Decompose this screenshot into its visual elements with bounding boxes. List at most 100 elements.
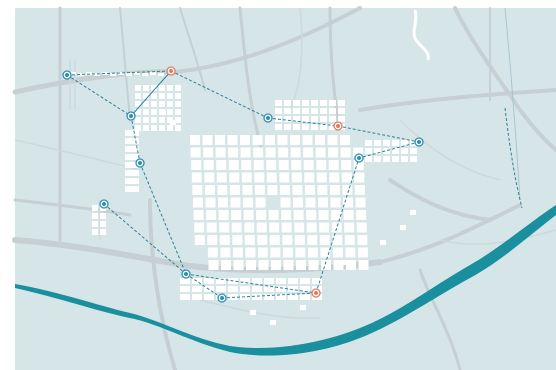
city-block bbox=[338, 116, 345, 122]
marker-dot bbox=[336, 124, 340, 128]
route-segment bbox=[130, 70, 172, 117]
city-block bbox=[401, 156, 408, 162]
route-lines bbox=[66, 70, 523, 299]
city-block bbox=[358, 260, 369, 270]
city-block bbox=[353, 160, 364, 170]
route-segment bbox=[130, 115, 141, 164]
city-block bbox=[175, 93, 181, 99]
city-block bbox=[291, 172, 302, 183]
city-block bbox=[255, 197, 266, 208]
route-marker-blue[interactable] bbox=[263, 113, 273, 123]
city-block bbox=[284, 116, 291, 122]
marker-dot bbox=[129, 114, 133, 118]
marker-dot bbox=[357, 156, 361, 160]
city-block bbox=[203, 160, 214, 170]
city-block bbox=[180, 286, 190, 292]
city-block bbox=[70, 72, 76, 75]
city-blocks bbox=[70, 72, 417, 325]
route-segment bbox=[66, 70, 172, 76]
city-block bbox=[207, 235, 218, 245]
city-block bbox=[218, 210, 229, 220]
city-block bbox=[192, 286, 202, 292]
city-block bbox=[230, 197, 241, 208]
city-block bbox=[241, 160, 252, 170]
route-marker-blue[interactable] bbox=[217, 293, 227, 303]
city-block bbox=[320, 247, 331, 258]
city-block bbox=[293, 100, 300, 106]
city-block bbox=[327, 135, 338, 145]
city-block bbox=[276, 278, 286, 284]
city-block bbox=[300, 278, 310, 284]
marker-dot bbox=[266, 116, 270, 120]
city-block bbox=[344, 235, 355, 245]
route-marker-blue[interactable] bbox=[354, 153, 364, 163]
route-marker-blue[interactable] bbox=[135, 158, 145, 168]
city-block bbox=[281, 210, 292, 220]
city-block bbox=[100, 221, 106, 227]
city-block bbox=[290, 147, 301, 158]
city-block bbox=[319, 235, 330, 245]
city-block bbox=[331, 210, 342, 220]
city-block bbox=[143, 85, 149, 91]
city-block bbox=[264, 294, 274, 300]
route-markers[interactable] bbox=[62, 66, 424, 303]
city-block bbox=[216, 278, 226, 284]
city-block bbox=[316, 172, 327, 183]
city-block bbox=[167, 101, 173, 107]
city-block bbox=[355, 197, 366, 208]
city-block bbox=[207, 247, 218, 258]
route-marker-blue[interactable] bbox=[181, 269, 191, 279]
city-block bbox=[266, 172, 277, 183]
city-block bbox=[194, 235, 205, 245]
city-block bbox=[331, 222, 342, 233]
route-segment bbox=[337, 125, 420, 143]
city-block bbox=[208, 260, 219, 270]
city-block bbox=[192, 185, 203, 195]
city-block bbox=[343, 210, 354, 220]
city-block bbox=[332, 247, 343, 258]
city-block bbox=[305, 197, 316, 208]
city-block bbox=[264, 278, 274, 284]
city-block bbox=[311, 108, 318, 114]
city-block bbox=[253, 147, 264, 158]
city-block bbox=[159, 117, 165, 123]
city-block bbox=[233, 260, 244, 270]
city-block bbox=[228, 160, 239, 170]
city-block bbox=[329, 185, 340, 195]
city-block bbox=[241, 172, 252, 183]
city-block bbox=[245, 247, 256, 258]
tributary bbox=[504, 7, 521, 201]
city-block bbox=[252, 294, 262, 300]
city-block bbox=[302, 116, 309, 122]
city-block bbox=[282, 235, 293, 245]
route-marker-red[interactable] bbox=[311, 288, 321, 298]
route-marker-red[interactable] bbox=[166, 66, 176, 76]
city-block bbox=[227, 135, 238, 145]
marker-dot bbox=[65, 73, 69, 77]
city-block bbox=[284, 108, 291, 114]
city-block bbox=[343, 197, 353, 208]
city-block bbox=[151, 85, 157, 91]
city-block bbox=[232, 235, 243, 245]
city-block bbox=[356, 210, 367, 220]
route-marker-blue[interactable] bbox=[126, 111, 136, 121]
city-block bbox=[250, 310, 256, 315]
city-block bbox=[302, 124, 309, 130]
city-block bbox=[320, 100, 327, 106]
route-marker-blue[interactable] bbox=[62, 70, 72, 80]
route-marker-blue[interactable] bbox=[99, 199, 109, 209]
city-block bbox=[100, 213, 106, 219]
city-block bbox=[267, 185, 278, 195]
city-block bbox=[180, 294, 190, 300]
city-block bbox=[320, 124, 327, 130]
route-marker-blue[interactable] bbox=[414, 137, 424, 147]
city-block bbox=[135, 93, 141, 99]
city-block bbox=[340, 147, 351, 158]
marker-dot bbox=[417, 140, 421, 144]
city-block bbox=[410, 210, 416, 215]
route-marker-red[interactable] bbox=[333, 121, 343, 131]
city-block bbox=[191, 160, 202, 170]
city-block bbox=[293, 124, 300, 130]
